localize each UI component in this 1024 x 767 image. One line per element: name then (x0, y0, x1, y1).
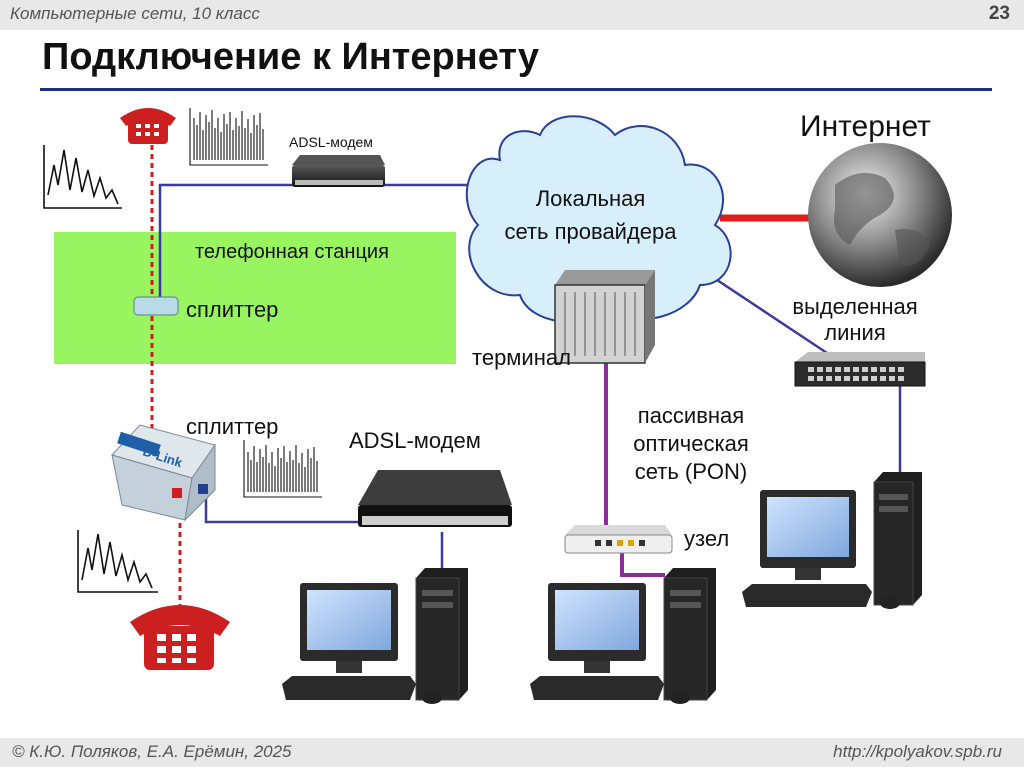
slide-number: 23 (988, 3, 1010, 24)
course-name: Компьютерные сети, 10 класс (10, 4, 260, 23)
computer-icon (530, 568, 716, 704)
leased-line-label-line1: выделенная (792, 294, 918, 319)
switch-icon (794, 352, 926, 387)
leased-line-label-line2: линия (824, 320, 886, 345)
bottom-bar (0, 738, 1024, 767)
splitter-icon: D-Link (111, 424, 216, 522)
node-pc-link (620, 548, 665, 577)
modem-icon (358, 470, 512, 527)
splitter-home-label: сплиттер (186, 414, 279, 439)
lan-label-line1: Локальная (535, 186, 646, 211)
telephone-icon (120, 108, 176, 144)
adsl-modem-small-label: ADSL-модем (289, 134, 373, 150)
telephone-icon (130, 605, 230, 670)
phone-station-label: телефонная станция (195, 241, 389, 263)
pon-label-line2: оптическая (633, 431, 749, 456)
top-bar (0, 0, 1024, 30)
node-label: узел (684, 526, 730, 551)
leased-line-link (701, 268, 831, 357)
cloud-icon (465, 115, 732, 323)
station-modem-link (158, 183, 295, 300)
terminal-label: терминал (472, 345, 571, 370)
page-title: Подключение к Интернету (42, 36, 540, 78)
adsl-modem-large-label: ADSL-модем (349, 428, 481, 453)
phone-station-block (54, 232, 456, 364)
modem-icon (292, 155, 385, 187)
waveform-icon (243, 440, 322, 498)
computer-icon (742, 472, 922, 609)
waveform-icon (43, 145, 122, 209)
pon-label-line3: сеть (PON) (634, 459, 748, 484)
globe-icon (808, 143, 952, 287)
splitter-modem-link (204, 495, 358, 524)
lan-label-line2: сеть провайдера (504, 219, 677, 244)
title-underline (40, 88, 992, 91)
splitter-icon (133, 296, 179, 316)
waveform-icon (77, 530, 158, 593)
pon-node-icon (564, 525, 673, 554)
terminal-rack-icon (554, 270, 655, 364)
internet-label: Интернет (800, 110, 931, 143)
footer-url[interactable]: http://kpolyakov.spb.ru (833, 742, 1002, 761)
pon-label-line1: пассивная (637, 403, 745, 428)
splitter-station-label: сплиттер (186, 297, 279, 322)
computer-icon (282, 568, 468, 704)
waveform-icon (189, 108, 268, 166)
footer-authors: © К.Ю. Поляков, Е.А. Ерёмин, 2025 (12, 742, 292, 761)
